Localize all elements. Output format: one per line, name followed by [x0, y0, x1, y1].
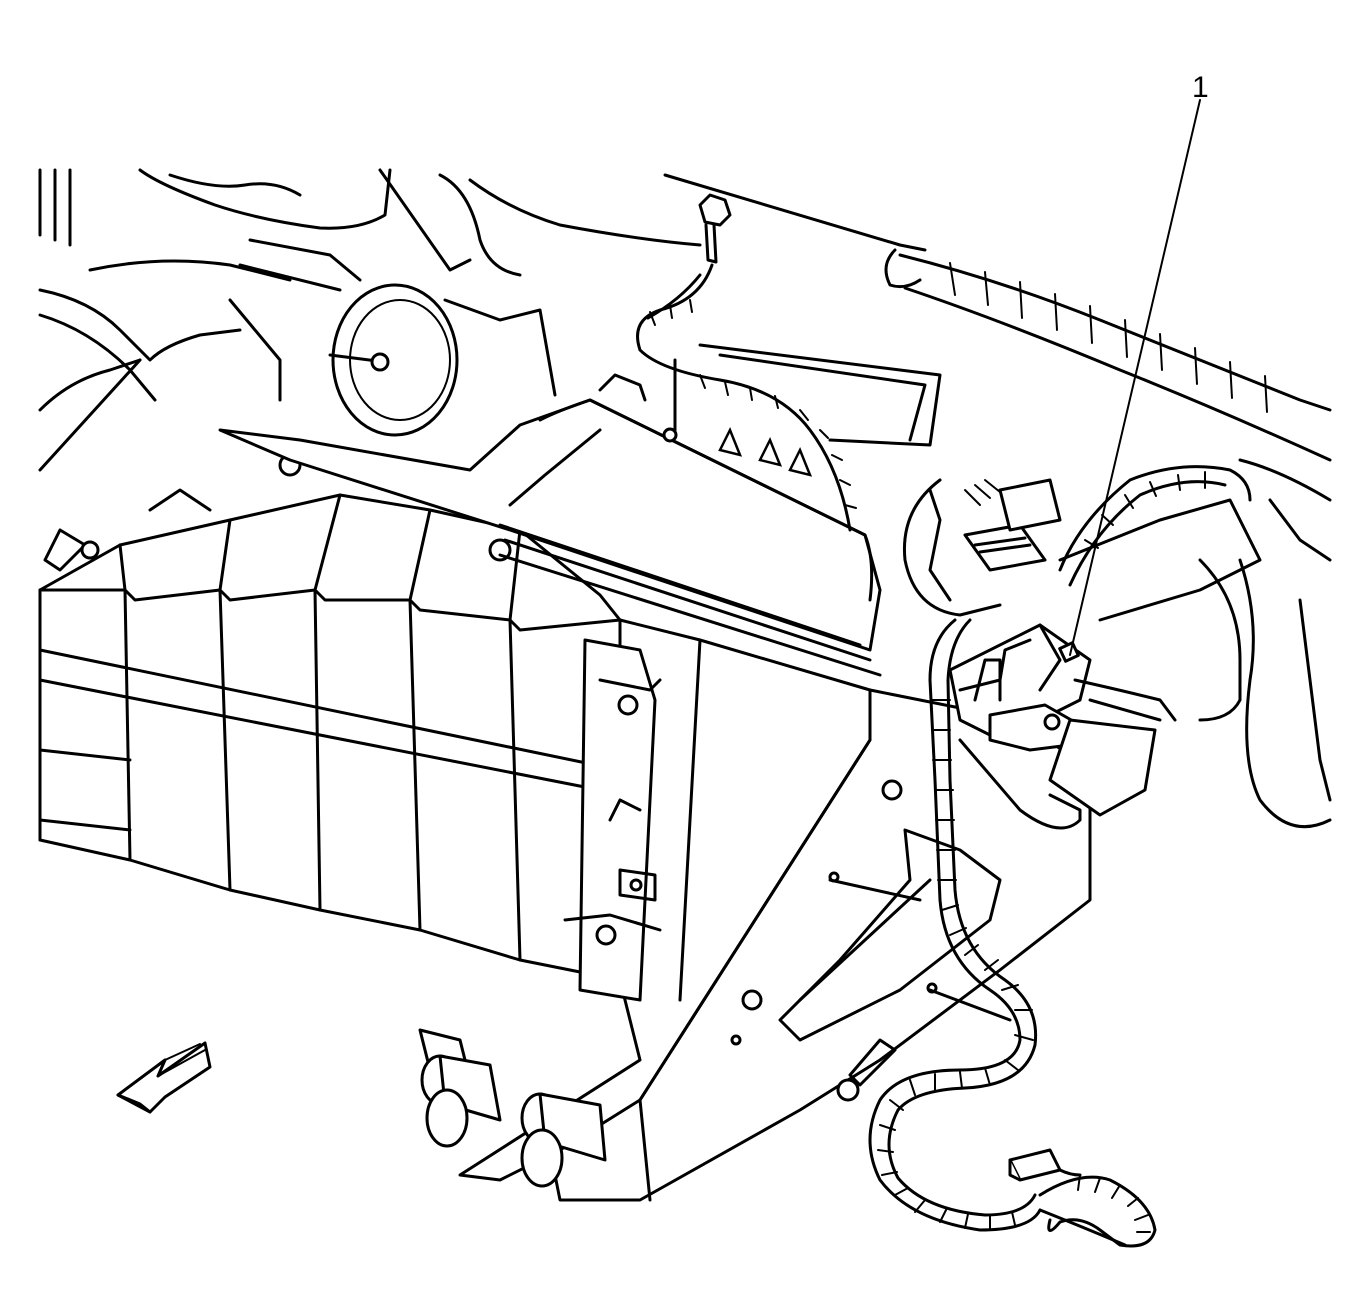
side-bracket [563, 638, 662, 1002]
component-1 [948, 623, 1177, 830]
vacuum-actuator [228, 238, 557, 437]
wire-harness-upper [636, 193, 857, 532]
wire-harness-right [1058, 465, 1252, 587]
instrument-panel-structure [38, 168, 1332, 829]
callout-1-label: 1 [1192, 71, 1209, 104]
upper-connector [902, 478, 1062, 617]
callout-1: 1 [1069, 71, 1209, 656]
hvac-upper-housing [218, 343, 942, 677]
heater-core-pipes [418, 1028, 607, 1188]
front-arrow-icon [116, 1041, 212, 1114]
wire-harness-lower [868, 618, 1157, 1248]
